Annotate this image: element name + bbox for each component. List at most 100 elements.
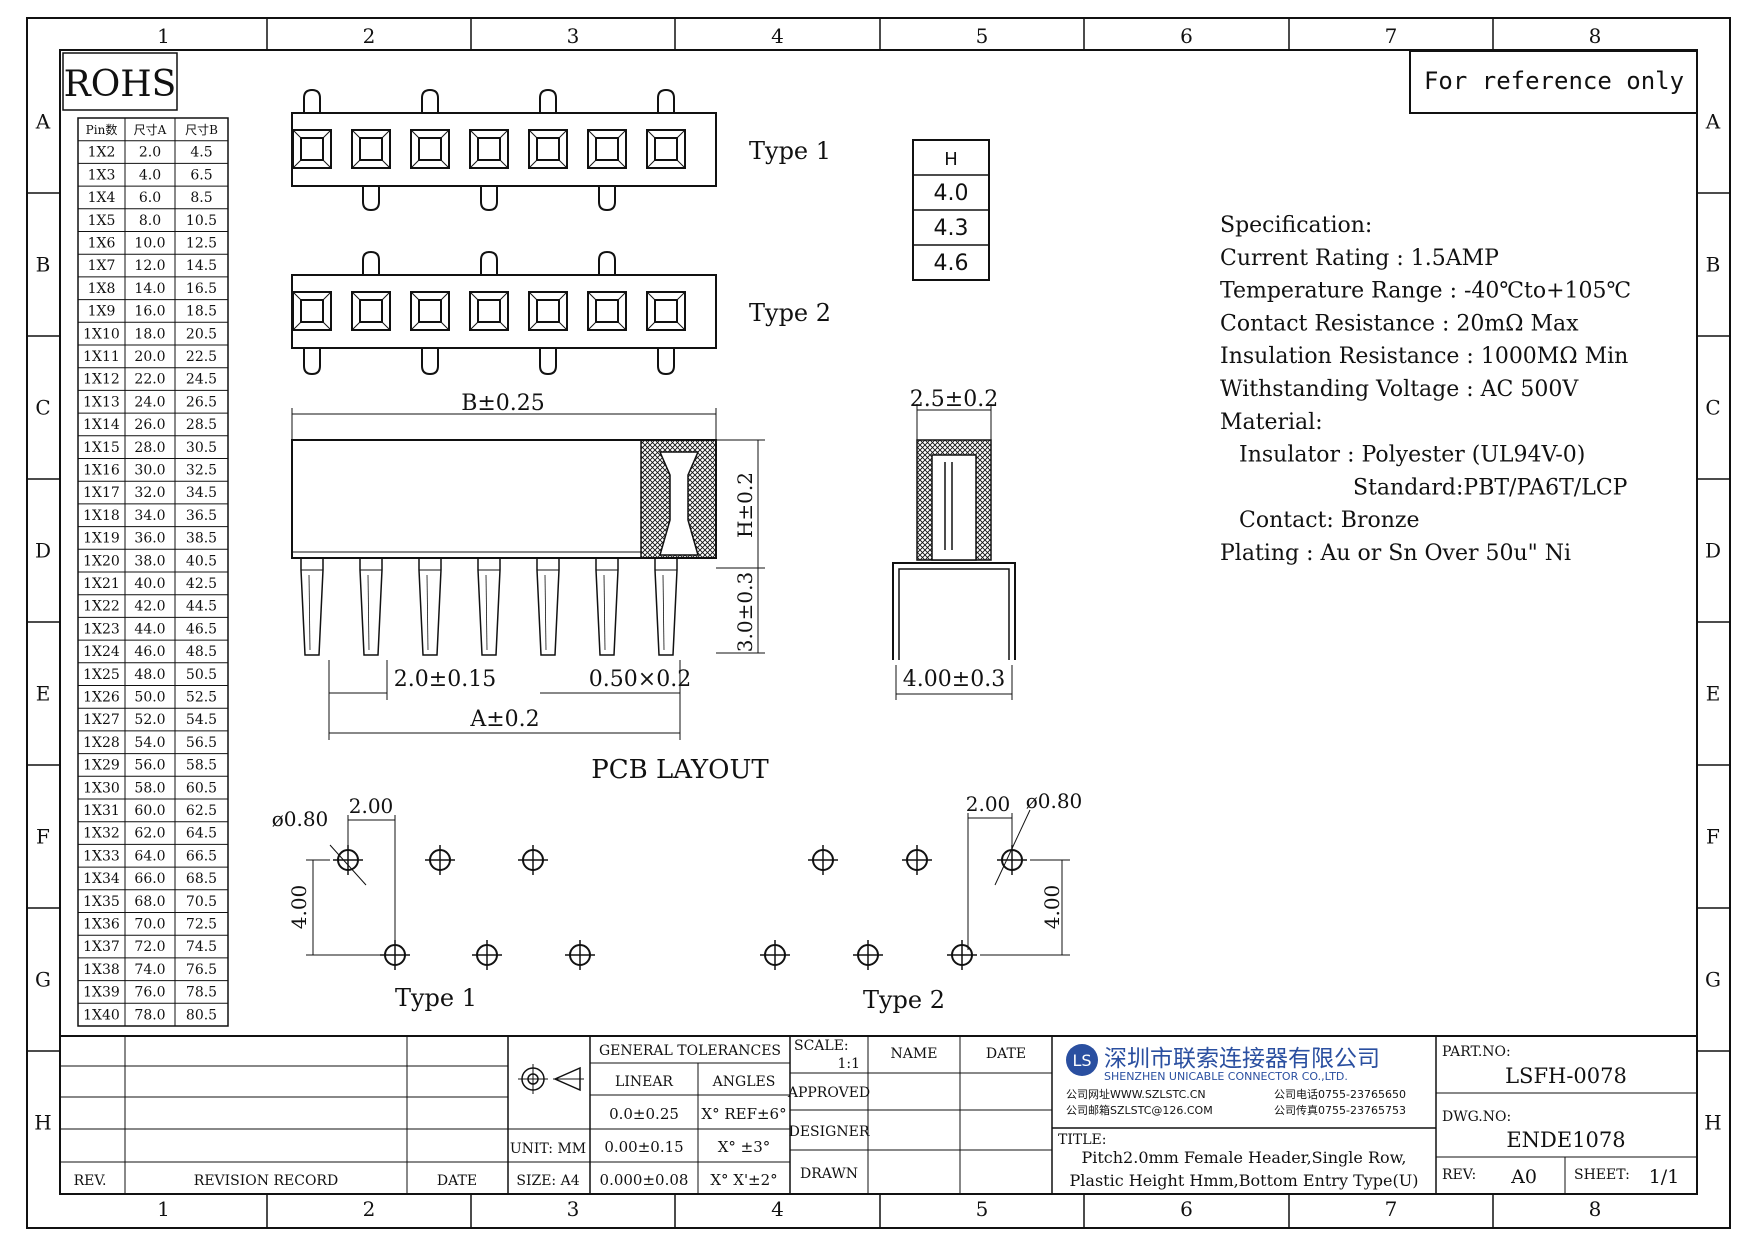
spec-line: Standard:PBT/PA6T/LCP <box>1353 475 1628 500</box>
h-value-2: 4.3 <box>934 216 969 241</box>
pin-table-cell: 76.5 <box>186 962 217 978</box>
pin-table-header: Pin数 <box>86 122 118 137</box>
pcb-pitch-left: 2.00 <box>349 794 394 818</box>
pin-table-cell: 10.5 <box>186 213 217 229</box>
zone-col-label-bottom: 3 <box>567 1197 580 1221</box>
zone-col-label-bottom: 5 <box>976 1197 989 1221</box>
title-block: LS <box>60 1035 1697 1194</box>
spec-line: Temperature Range : -40℃to+105℃ <box>1220 279 1631 304</box>
pin-table-cell: 50.5 <box>186 667 217 683</box>
pin-table-cell: 6.0 <box>139 190 161 206</box>
pin-table-header: 尺寸A <box>134 123 167 137</box>
zone-col-label-bottom: 4 <box>771 1197 784 1221</box>
scale-label: SCALE: <box>794 1038 849 1054</box>
zone-row-label-right: E <box>1706 682 1721 706</box>
pin-table-cell: 56.0 <box>134 758 165 774</box>
pin-table-cell: 1X24 <box>83 644 120 660</box>
spec-line: Contact: Bronze <box>1239 508 1419 533</box>
zone-row-label-right: A <box>1705 110 1721 134</box>
pin-table-cell: 24.0 <box>134 394 165 410</box>
pin-table-cell: 1X16 <box>83 463 120 479</box>
pin-table-cell: 22.0 <box>134 372 165 388</box>
pin-table-cell: 58.5 <box>186 758 217 774</box>
pin-table-cell: 26.0 <box>134 417 165 433</box>
pin-table-cell: 64.0 <box>134 848 165 864</box>
reference-note: For reference only <box>1424 67 1684 95</box>
dwg-no-label: DWG.NO: <box>1442 1109 1511 1125</box>
dim-b: B±0.25 <box>461 391 545 416</box>
pin-table-cell: 60.0 <box>134 803 165 819</box>
pin-table-cell: 36.0 <box>134 531 165 547</box>
pcb-row-left: 4.00 <box>287 885 311 930</box>
spec-line: Contact Resistance : 20mΩ Max <box>1220 311 1579 336</box>
company-fax: 公司传真0755-23765753 <box>1274 1103 1406 1117</box>
dim-4-00: 4.00±0.3 <box>903 667 1005 692</box>
zone-row-label-right: C <box>1705 396 1720 420</box>
unit-label: UNIT: MM <box>510 1141 586 1157</box>
zone-row-label-left: C <box>35 396 50 420</box>
dim-pin: 0.50×0.2 <box>589 667 691 692</box>
pin-table-cell: 1X22 <box>83 599 120 615</box>
zone-col-label-bottom: 1 <box>157 1197 170 1221</box>
pin-table-cell: 1X31 <box>83 803 120 819</box>
angles-label: ANGLES <box>712 1074 776 1090</box>
date-label: DATE <box>986 1046 1026 1062</box>
title-label: TITLE: <box>1058 1132 1106 1148</box>
drawing-number: ENDE1078 <box>1506 1128 1625 1152</box>
pin-table-cell: 28.5 <box>186 417 217 433</box>
company-email: 公司邮箱SZLSTC@126.COM <box>1066 1103 1213 1117</box>
h-table-header: H <box>944 149 958 170</box>
pin-table-cell: 10.0 <box>134 236 165 252</box>
pin-table-cell: 1X4 <box>88 190 116 206</box>
h-table: H 4.0 4.3 4.6 <box>912 139 990 281</box>
rev-value-label: REV: <box>1442 1167 1476 1183</box>
zone-row-label-left: D <box>35 539 51 563</box>
outer-frame <box>26 17 1731 1229</box>
pin-table-cell: 52.0 <box>134 712 165 728</box>
angle-tol-2: X° ±3° <box>718 1138 771 1156</box>
pin-table-cell: 74.0 <box>134 962 165 978</box>
pin-table-cell: 30.0 <box>134 463 165 479</box>
pin-table-cell: 18.5 <box>186 304 217 320</box>
pcb-type1-label: Type 1 <box>395 984 477 1012</box>
pin-table-cell: 1X2 <box>88 145 116 161</box>
pin-table-cell: 42.5 <box>186 576 217 592</box>
pin-table-cell: 72.0 <box>134 939 165 955</box>
type1-top-view <box>291 88 717 212</box>
title-line-1: Pitch2.0mm Female Header,Single Row, <box>1081 1148 1406 1167</box>
zone-col-label-bottom: 2 <box>363 1197 376 1221</box>
pcb-row-right: 4.00 <box>1040 885 1064 930</box>
pin-table-cell: 18.0 <box>134 326 165 342</box>
zone-row-label-right: B <box>1706 253 1721 277</box>
pin-table-cell: 8.0 <box>139 213 161 229</box>
zone-col-label-top: 5 <box>976 24 989 48</box>
spec-line: Insulation Resistance : 1000MΩ Min <box>1220 344 1628 369</box>
part-no-label: PART.NO: <box>1442 1044 1511 1060</box>
size-label: SIZE: A4 <box>516 1173 579 1189</box>
pcb-type2-label: Type 2 <box>863 986 945 1014</box>
revision-date-label: DATE <box>437 1173 477 1189</box>
zone-row-label-right: F <box>1706 825 1720 849</box>
pin-table-cell: 80.5 <box>186 1007 217 1023</box>
pin-table-cell: 54.5 <box>186 712 217 728</box>
pin-table-cell: 1X18 <box>83 508 120 524</box>
name-label: NAME <box>891 1046 938 1062</box>
pin-table-cell: 4.5 <box>190 145 212 161</box>
pin-table-cell: 1X26 <box>83 690 120 706</box>
pin-table-cell: 52.5 <box>186 690 217 706</box>
side-view <box>892 404 1016 700</box>
pin-table-cell: 1X7 <box>88 258 116 274</box>
pin-table-cell: 1X29 <box>83 758 120 774</box>
pin-table-cell: 38.0 <box>134 553 165 569</box>
company-phone: 公司电话0755-23765650 <box>1274 1088 1406 1101</box>
pin-table-cell: 32.5 <box>186 463 217 479</box>
pin-table-cell: 1X25 <box>83 667 120 683</box>
pcb-layout <box>306 809 1070 970</box>
drawn-label: DRAWN <box>800 1166 858 1182</box>
zone-col-label-top: 6 <box>1180 24 1193 48</box>
angle-tol-3: X° X'±2° <box>710 1171 777 1189</box>
pin-table-cell: 78.5 <box>186 985 217 1001</box>
pin-table-cell: 1X3 <box>88 167 116 183</box>
